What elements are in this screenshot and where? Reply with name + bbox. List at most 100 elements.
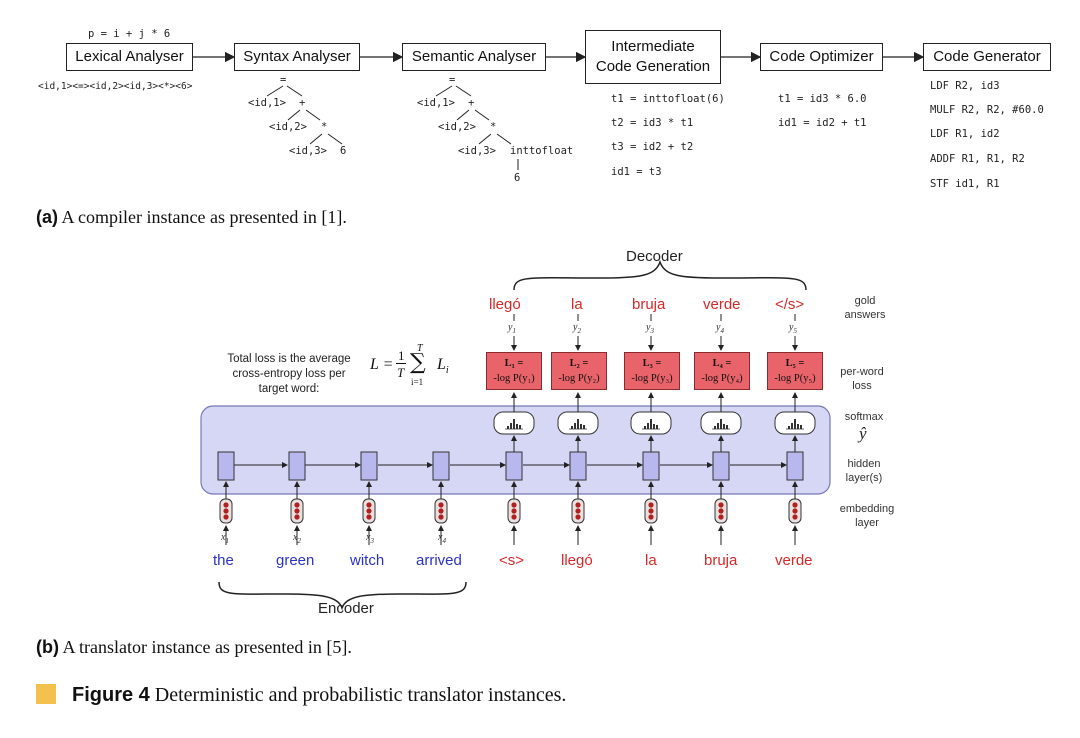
intermediate-code-line: t1 = inttofloat(6) xyxy=(611,93,725,105)
stage-semantic-analyser: Semantic Analyser xyxy=(402,43,546,71)
softmax-bar xyxy=(644,426,646,429)
embedding-unit xyxy=(223,508,229,514)
softmax-bar xyxy=(797,424,799,429)
x-symbol: x xyxy=(221,532,226,543)
formula-sum: ∑ xyxy=(410,350,426,375)
target-code-line: STF id1, R1 xyxy=(930,178,1000,190)
loss-top: L₂ = xyxy=(569,358,589,369)
x-sub: 4 xyxy=(442,537,446,545)
hidden-node xyxy=(288,451,306,481)
embedding-unit xyxy=(366,502,372,508)
loss-box: L₄ =-log P(y₄) xyxy=(694,352,750,390)
loss-bottom: -log P(y₅) xyxy=(774,373,816,384)
embedding-unit xyxy=(648,502,654,508)
loss-top: L₃ = xyxy=(642,358,662,369)
hidden-node xyxy=(642,451,660,481)
y-sub: 4 xyxy=(720,327,724,335)
encoder-word: the xyxy=(213,552,234,569)
loss-box: L₁ =-log P(y₁) xyxy=(486,352,542,390)
loss-box: L₃ = -log P(y₃) xyxy=(624,352,680,390)
encoder-brace xyxy=(218,581,467,611)
formula-term: Li xyxy=(437,356,449,376)
softmax-bar xyxy=(656,425,658,429)
softmax-bar xyxy=(513,419,515,429)
softmax-bar xyxy=(647,423,649,429)
softmax-bar xyxy=(788,426,790,429)
encoder-word: green xyxy=(276,552,315,569)
syntax-tree-plus: + xyxy=(299,97,306,109)
semantic-tree-conversion: inttofloat xyxy=(510,145,574,157)
target-code-line: LDF R1, id2 xyxy=(930,128,1000,140)
embedding-unit xyxy=(718,508,724,514)
figure-caption: Figure 4 Deterministic and probabilistic… xyxy=(72,684,566,707)
y-symbol: y xyxy=(789,322,794,333)
embedding-unit xyxy=(792,502,798,508)
loss-bottom: -log P(y₃) xyxy=(631,373,673,384)
embedding-unit xyxy=(575,502,581,508)
loss-box: L₅ =-log P(y₅) xyxy=(767,352,823,390)
loss-top: L₁ = xyxy=(504,358,524,369)
caption-tag: (a) xyxy=(36,207,58,227)
softmax-bar xyxy=(574,423,576,429)
gold-y-label: y3 xyxy=(646,322,654,335)
y-sub: 3 xyxy=(650,327,654,335)
decoder-input-word: verde xyxy=(775,552,813,569)
embedding-unit xyxy=(511,508,517,514)
embedding-unit xyxy=(366,514,372,520)
embedding-unit xyxy=(294,514,300,520)
y-symbol: y xyxy=(646,322,651,333)
yhat-label: ŷ xyxy=(859,424,867,443)
label-line: loss xyxy=(852,380,872,393)
embedding-unit xyxy=(648,514,654,520)
loss-top: L₄ = xyxy=(712,358,732,369)
formula-sum-top: T xyxy=(417,343,423,354)
softmax-bar xyxy=(794,419,796,429)
note-line: cross-entropy loss per xyxy=(232,367,346,380)
softmax-bar xyxy=(571,426,573,429)
target-code-line: ADDF R1, R1, R2 xyxy=(930,153,1025,165)
stage-label-line2: Code Generation xyxy=(595,58,711,75)
semantic-tree-leaf: 6 xyxy=(514,172,521,184)
embedding-unit xyxy=(438,502,444,508)
formula-sum-bottom: i=1 xyxy=(411,377,424,387)
formula-fraction-bar xyxy=(396,363,406,364)
network-panel xyxy=(200,405,831,495)
gold-word: la xyxy=(571,296,583,313)
decoder-brace xyxy=(513,259,807,291)
syntax-tree-leaf: 6 xyxy=(340,145,347,157)
gold-word: llegó xyxy=(489,296,521,313)
semantic-tree-star: * xyxy=(490,121,497,133)
gold-y-label: y2 xyxy=(573,322,581,335)
embedding-unit xyxy=(438,508,444,514)
hidden-node xyxy=(505,451,523,481)
x-sub: 2 xyxy=(297,537,301,545)
label-line: gold xyxy=(854,295,876,307)
embedding-unit xyxy=(366,508,372,514)
y-symbol: y xyxy=(573,322,578,333)
semantic-tree-node: <id,2> xyxy=(438,121,476,133)
loss-bottom: -log P(y₂) xyxy=(558,373,600,384)
hidden-node xyxy=(786,451,804,481)
stage-label: Code Generator xyxy=(933,47,1041,65)
decoder-label: Decoder xyxy=(626,248,683,265)
embedding-unit xyxy=(294,502,300,508)
decoder-input-word: bruja xyxy=(704,552,738,569)
embedding-unit xyxy=(648,508,654,514)
formula-denominator: T xyxy=(397,365,405,380)
syntax-tree-star: * xyxy=(321,121,328,133)
hidden-node xyxy=(712,451,730,481)
embedding-unit xyxy=(294,508,300,514)
gold-y-label: y5 xyxy=(789,322,797,335)
stage-code-generator: Code Generator xyxy=(923,43,1051,71)
embedding-unit xyxy=(792,508,798,514)
optimized-code-line: id1 = id2 + t1 xyxy=(778,117,867,129)
caption-a: (a) A compiler instance as presented in … xyxy=(36,207,347,228)
softmax-bar xyxy=(717,423,719,429)
syntax-tree-node: <id,1> xyxy=(248,97,286,109)
y-symbol: y xyxy=(716,322,721,333)
note-line: target word: xyxy=(258,382,320,395)
embedding-unit xyxy=(223,514,229,520)
embedding-unit xyxy=(718,514,724,520)
input-expression: p = i + j * 6 xyxy=(88,28,171,40)
softmax-bar xyxy=(580,424,582,429)
